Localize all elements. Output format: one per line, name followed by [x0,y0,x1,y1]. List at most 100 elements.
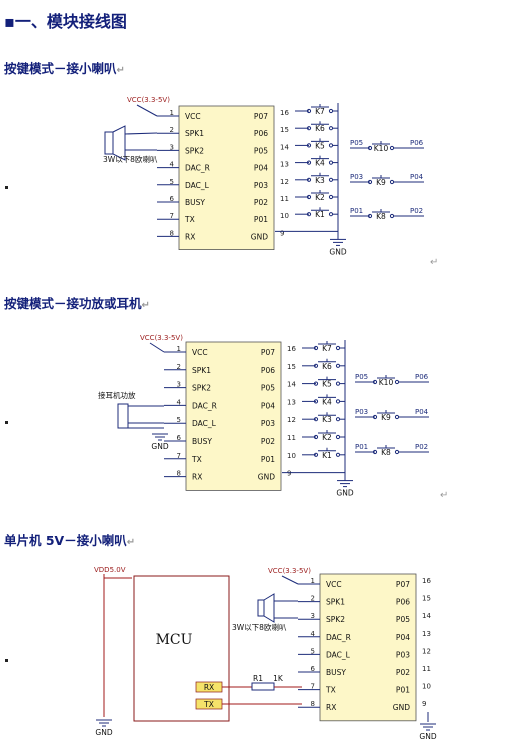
key-k3: K3 [315,176,325,185]
pin-label-busy: BUSY [185,198,205,207]
section-heading-1: 按键模式－接小喇叭↵ [4,61,125,76]
switch-contact [306,108,312,114]
switch-contact [306,194,312,200]
switch-contact [367,179,373,185]
pin-label-p03: P03 [261,419,275,428]
switch-contact [394,449,400,455]
switch-contact [394,379,400,385]
switch-contact [313,345,319,351]
section-heading-3: 单片机 5V－接小喇叭↵ [4,533,136,548]
pin-label-dac_r: DAC_R [185,164,210,173]
resistor-r1 [251,682,275,691]
pin-number: 11 [422,665,431,673]
pin-number: 8 [311,700,315,708]
pin-label-gnd: GND [393,703,410,712]
pin-number: 3 [311,612,315,620]
pin-number: 9 [422,700,426,708]
pin-label-tx: TX [184,215,195,224]
pin-label-p05: P05 [254,146,268,155]
switch-contact [389,179,395,185]
key-k5: K5 [315,141,325,150]
pin-label-busy: BUSY [326,668,346,677]
key-k9: K9 [381,413,391,422]
pin-number: 2 [170,126,174,134]
pin-number: 4 [177,398,182,406]
pin-label-p05: P05 [261,384,275,393]
amp-label: 接耳机功放 [98,390,136,400]
switch-contact [394,414,400,420]
pin-number: 12 [422,647,431,655]
speaker-label: 3W以下8欧喇叭 [232,622,287,632]
key-k10: K10 [374,144,389,153]
pin-label-p02: P02 [254,198,268,207]
pin-label-p06: P06 [261,366,275,375]
pin-number: 5 [170,178,174,186]
r1-label: R1 [253,674,263,683]
speaker-icon [257,599,265,617]
key-k2: K2 [322,433,332,442]
pin-number: 14 [422,612,431,620]
switch-contact [335,452,341,457]
pin-number: 11 [287,434,296,442]
switch-contact [335,381,341,386]
pin-number: 3 [170,143,174,151]
pin-label-p01: P01 [254,215,268,224]
switch-contact [328,212,334,217]
pin-number: 12 [280,178,289,186]
paragraph-mark: ↵ [440,490,449,501]
wire [281,575,299,585]
wire [136,104,158,117]
speaker-icon [263,593,275,623]
key-k1: K1 [322,451,332,460]
pin-label-rx: RX [185,232,195,241]
pin-label-spk1: SPK1 [326,598,345,607]
key-k2: K2 [315,193,325,202]
net-label-p02: P02 [410,207,423,215]
pin-label-vcc: VCC [326,580,342,589]
pin-label-gnd: GND [258,473,275,482]
pin-label-vcc: VCC [192,348,208,357]
paragraph-mark: ↵ [430,257,439,268]
pin-label-p01: P01 [261,455,275,464]
rx-label: RX [204,683,214,692]
pin-number: 9 [280,229,284,237]
switch-contact [372,449,378,455]
wire [149,342,165,353]
pin-number: 8 [177,470,181,478]
pin-label-dac_l: DAC_L [185,181,210,190]
pin-number: 4 [311,630,316,638]
switch-contact [335,417,341,422]
module-chip [185,341,282,491]
switch-contact [372,379,378,385]
bullet [5,186,8,189]
net-label-p05: P05 [355,373,368,381]
pin-number: 6 [177,434,182,442]
pin-label-p04: P04 [396,633,410,642]
pin-number: 1 [177,345,181,353]
pin-number: 15 [280,126,289,134]
net-label-p04: P04 [410,173,424,181]
pin-label-p01: P01 [396,686,410,695]
pin-number: 7 [177,452,181,460]
pin-number: 1 [311,577,315,585]
pin-label-gnd: GND [251,232,268,241]
pin-label-spk1: SPK1 [185,129,204,138]
pin-label-p02: P02 [261,437,275,446]
switch-contact [328,194,334,200]
key-k4: K4 [322,397,332,406]
pin-label-p07: P07 [396,580,410,589]
pin-number: 3 [177,381,181,389]
pin-label-p04: P04 [254,164,268,173]
switch-contact [335,345,341,351]
pin-number: 14 [280,143,289,151]
pin-label-spk1: SPK1 [192,366,211,375]
pin-number: 11 [280,195,289,203]
pin-number: 14 [287,381,296,389]
switch-contact [313,363,319,368]
pin-number: 7 [170,212,174,220]
speaker-label: 3W以下8欧喇叭 [103,154,158,164]
vdd-label: VDD5.0V [94,566,126,574]
wire [124,132,158,135]
key-k8: K8 [376,212,386,221]
